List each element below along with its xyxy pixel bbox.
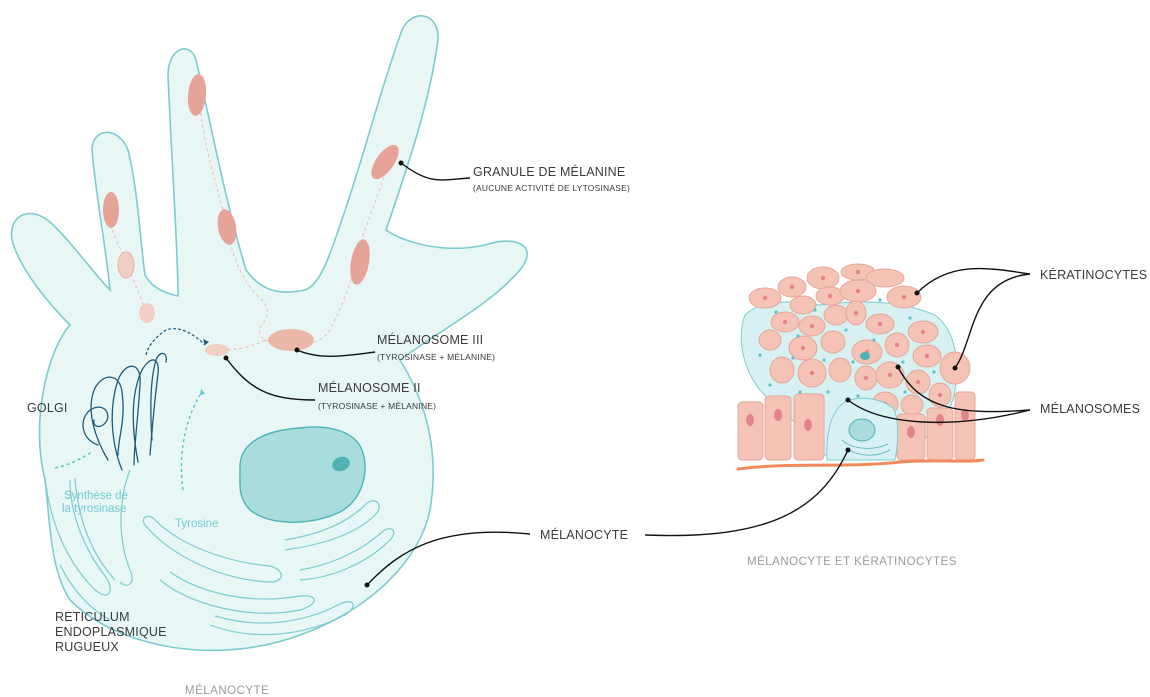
basal-keratinocyte (765, 396, 791, 460)
melanosome-ii-label: MÉLANOSOME II (318, 380, 421, 395)
melanosome-light (139, 303, 155, 323)
synthesis-label-line2: la tyrosinase (62, 503, 127, 515)
tyrosine-label: Tyrosine (175, 518, 218, 530)
melanosome-iii-label: MÉLANOSOME III (377, 332, 483, 347)
reticulum-label-line1: RETICULUM (55, 610, 130, 624)
golgi-label: GOLGI (27, 401, 68, 415)
reticulum-label-line3: RUGUEUX (55, 640, 119, 654)
melanosome-iii (268, 329, 314, 351)
melanosome-iii-sublabel: (TYROSINASE + MÉLANINE) (377, 352, 495, 362)
basal-keratinocyte (738, 402, 763, 460)
melanocyte-label: MÉLANOCYTE (540, 527, 628, 542)
nucleus (240, 427, 365, 522)
keratinocyte (770, 357, 794, 383)
basal-keratinocyte (955, 392, 975, 460)
keratinocyte (824, 305, 848, 325)
melanosome-ii (205, 344, 229, 356)
keratinocyte (901, 395, 923, 415)
skin-tissue (738, 264, 983, 469)
keratinocyte (821, 331, 845, 353)
synthesis-label-line1: Synthèse de (64, 490, 128, 502)
melanosomes-label: MÉLANOSOMES (1040, 401, 1140, 416)
caption-left: MÉLANOCYTE (185, 684, 269, 697)
reticulum-label-line2: ENDOPLASMIQUE (55, 625, 167, 639)
keratinocyte (759, 330, 781, 350)
melanosome-ii-sublabel: (TYROSINASE + MÉLANINE) (318, 401, 436, 411)
keratinocytes-label: KÉRATINOCYTES (1040, 267, 1147, 282)
granule-sublabel: (AUCUNE ACTIVITÉ DE LYTOSINASE) (473, 183, 630, 193)
basement-membrane (738, 460, 983, 469)
caption-right: MÉLANOCYTE ET KÉRATINOCYTES (747, 555, 957, 568)
keratinocyte (829, 358, 851, 382)
melanosome-light (118, 252, 134, 278)
melanin-granule (103, 192, 119, 228)
granule-label: GRANULE DE MÉLANINE (473, 164, 625, 179)
keratinocyte (790, 296, 816, 314)
basal-melanocyte-nucleus (849, 419, 875, 441)
